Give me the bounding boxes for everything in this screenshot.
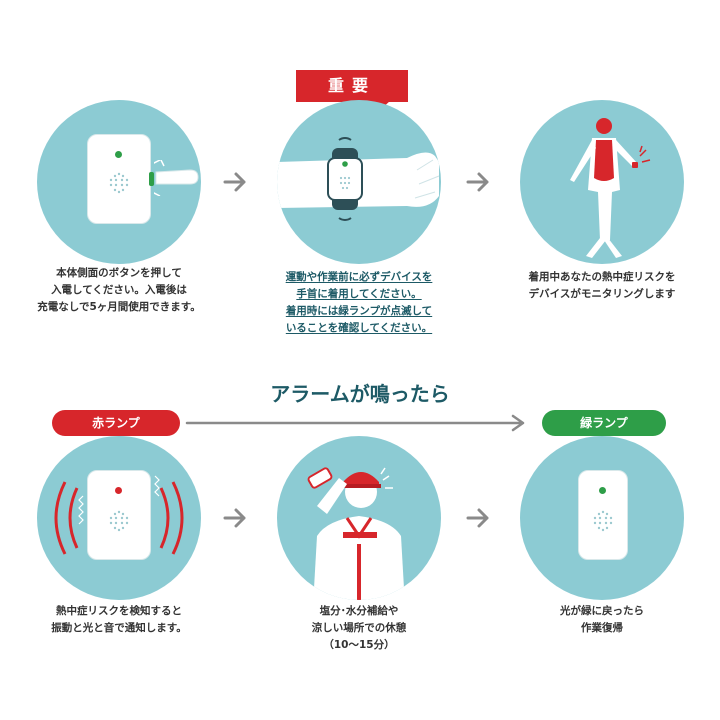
arrow-right-icon (223, 508, 246, 528)
step-circle-monitoring (520, 100, 684, 264)
caption-line: 塩分･水分補給や (319, 605, 399, 617)
caption-line: 手首に着用してください。 (296, 288, 422, 300)
green-led-icon (599, 487, 606, 494)
arrow-right-icon (466, 508, 489, 528)
red-led-icon (115, 487, 122, 494)
step-circle-power-on (37, 100, 201, 264)
caption-line: 着用中あなたの熱中症リスクを (528, 271, 676, 283)
device-illustration (87, 134, 151, 224)
step-caption-rest: 塩分･水分補給や 涼しい場所での休憩 （10～15分） (239, 603, 479, 654)
person-monitoring-icon (570, 118, 651, 258)
step-caption-power-on: 本体側面のボタンを押して 入電してください。入電後は 充電なしで5ヶ月間使用でき… (0, 265, 239, 316)
step-circle-wear-device (277, 100, 441, 264)
wrist-watch-icon (277, 137, 440, 221)
step-caption-resume: 光が緑に戻ったら 作業復帰 (482, 603, 720, 637)
caption-line: （10～15分） (323, 639, 395, 651)
step-circle-rest (277, 436, 441, 600)
caption-line: デバイスがモニタリングします (528, 288, 676, 300)
step-caption-wear-device: 運動や作業前に必ずデバイスを 手首に着用してください。 着用時には緑ランプが点滅… (239, 269, 479, 337)
arrow-right-icon (223, 172, 246, 192)
arrow-right-icon (466, 172, 489, 192)
caption-line: 光が緑に戻ったら (560, 605, 644, 617)
caption-line: 振動と光と音で通知します。 (51, 622, 187, 634)
device-illustration (578, 470, 628, 560)
device-illustration (87, 470, 151, 560)
green-lamp-badge: 緑ランプ (542, 410, 666, 436)
caption-line: 作業復帰 (581, 622, 623, 634)
caption-line: 入電してください。入電後は (51, 284, 187, 296)
alarm-section-title: アラームが鳴ったら (270, 382, 450, 406)
caption-line: いることを確認してください。 (285, 322, 433, 334)
caption-line: 本体側面のボタンを押して (56, 267, 182, 279)
step-caption-alert: 熱中症リスクを検知すると 振動と光と音で通知します。 (0, 603, 239, 637)
vibration-waves-icon (54, 475, 184, 555)
red-lamp-badge: 赤ランプ (52, 410, 180, 436)
side-button-icon (149, 172, 154, 186)
caption-line: 熱中症リスクを検知すると (56, 605, 182, 617)
lamp-transition-arrow-icon (185, 414, 525, 432)
caption-line: 運動や作業前に必ずデバイスを (285, 271, 433, 283)
step-circle-alert (37, 436, 201, 600)
caption-line: 充電なしで5ヶ月間使用できます。 (37, 301, 201, 313)
caption-line: 涼しい場所での休憩 (311, 622, 407, 634)
finger-press-icon (154, 160, 199, 196)
speaker-grille-icon (109, 510, 129, 532)
step-circle-resume (520, 436, 684, 600)
green-led-icon (115, 151, 122, 158)
worker-drinking-icon (307, 467, 405, 600)
speaker-grille-icon (593, 510, 613, 532)
speaker-grille-icon (109, 172, 129, 194)
important-badge: 重要 (296, 70, 408, 102)
step-caption-monitoring: 着用中あなたの熱中症リスクを デバイスがモニタリングします (482, 269, 720, 303)
caption-line: 着用時には緑ランプが点滅して (285, 305, 433, 317)
